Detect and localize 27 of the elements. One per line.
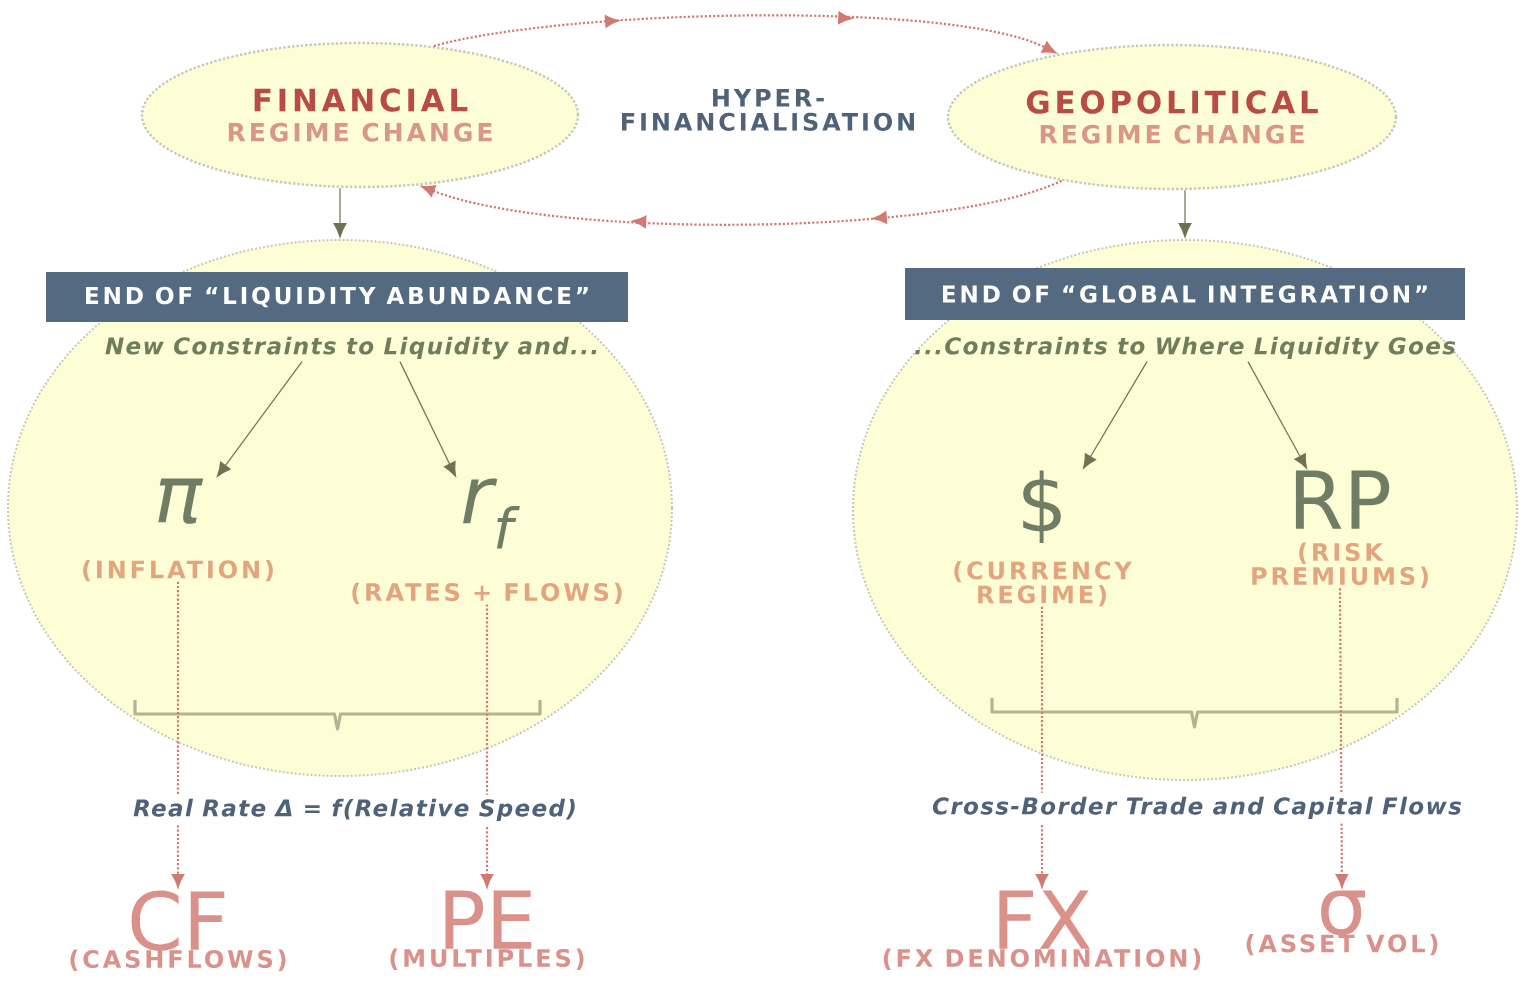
symbol-label: PE (MULTIPLES) xyxy=(390,890,584,970)
constraint-circle xyxy=(7,239,673,777)
arrow xyxy=(1247,361,1308,469)
arrow xyxy=(433,11,1056,54)
formula-text: Real Rate Δ = f(Relative Speed) xyxy=(129,794,581,826)
caption-text: Cross-Border Trade and Capital Flows xyxy=(928,792,1466,824)
symbol-label: π (INFLATION) xyxy=(83,478,273,582)
symbol-label: $ (CURRENCY REGIME) xyxy=(954,470,1132,607)
arrow xyxy=(1335,588,1348,888)
center-label: HYPER- FINANCIALISATION xyxy=(622,89,914,131)
arrow xyxy=(480,604,494,888)
symbol-label: CF (CASHFLOWS) xyxy=(70,890,286,971)
subtitle: ...Constraints to Where Liquidity Goes xyxy=(915,336,1456,360)
arrow xyxy=(333,187,347,238)
arrow xyxy=(399,361,457,477)
arrow xyxy=(1036,606,1048,888)
arrow xyxy=(421,179,1062,228)
symbol-label: RP (RISK PREMIUMS) xyxy=(1252,470,1428,588)
symbol-label: σ (ASSET VOL) xyxy=(1246,890,1438,956)
arrow xyxy=(1083,361,1148,469)
subtitle: New Constraints to Liquidity and... xyxy=(105,336,597,360)
arrow xyxy=(1178,189,1192,238)
arrow xyxy=(172,581,185,888)
arrow xyxy=(216,361,303,477)
symbol-label: r$_{f}$ (RATES + FLOWS) xyxy=(352,478,622,604)
symbol-label: FX (FX DENOMINATION) xyxy=(883,890,1201,970)
constraint-circle xyxy=(852,239,1518,781)
